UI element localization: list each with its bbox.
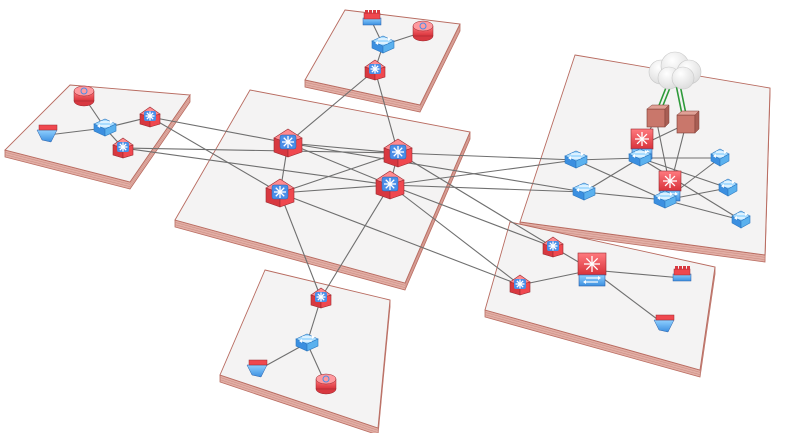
edge-router-icon (658, 170, 682, 202)
firewall-icon (646, 104, 670, 128)
router-icon (139, 106, 161, 128)
switch-icon (718, 178, 738, 197)
router-icon (542, 236, 564, 258)
network-link (397, 152, 554, 248)
network-link (374, 69, 399, 154)
network-link (287, 142, 391, 186)
network-link (389, 184, 521, 286)
network-link (287, 142, 399, 154)
switch-icon (564, 150, 588, 169)
core-router-icon (265, 178, 295, 208)
platform-top (174, 89, 471, 284)
access-point-icon (653, 314, 675, 333)
network-link (639, 157, 729, 189)
core-router-icon (383, 138, 413, 168)
switch-icon (731, 210, 751, 229)
network-link (320, 184, 391, 299)
platform-edge-stripe (174, 134, 471, 286)
network-link (583, 191, 666, 201)
network-link (149, 116, 281, 194)
network-link (287, 69, 376, 144)
switch-icon (371, 35, 395, 54)
switch-icon (93, 118, 117, 137)
network-link (122, 147, 391, 186)
network-link (639, 157, 742, 221)
switch-icon (628, 148, 652, 167)
left-site-platform (4, 84, 191, 190)
network-link (397, 152, 577, 161)
switch-icon (572, 182, 596, 201)
core-platform (174, 89, 471, 291)
network-link (389, 184, 554, 248)
router-icon (310, 287, 332, 309)
network-link (389, 159, 577, 186)
network-link (389, 184, 585, 193)
network-link (591, 269, 683, 279)
network-link (279, 192, 322, 299)
cloud-icon (648, 51, 702, 90)
network-link (287, 142, 585, 193)
router-icon (112, 137, 134, 159)
network-link (279, 184, 391, 194)
switch-icon (653, 190, 677, 209)
network-link (279, 152, 399, 194)
switch-icon (710, 148, 730, 167)
layer3-switch-icon (577, 252, 607, 287)
network-link (575, 159, 666, 201)
network-link (279, 192, 521, 286)
router-icon (509, 274, 531, 296)
access-point-icon (246, 359, 268, 378)
printer-icon (362, 10, 382, 26)
router-icon (364, 59, 386, 81)
platform-edge-stripe (304, 28, 461, 110)
platform-edge-stripe (484, 271, 716, 375)
core-router-icon (273, 128, 303, 158)
platform-top (484, 221, 716, 371)
platform-edge-stripe (304, 26, 461, 108)
ip-phone-icon (73, 85, 95, 107)
network-link (664, 199, 742, 221)
network-link (583, 157, 641, 193)
switch-icon (295, 333, 319, 352)
platform-top (4, 84, 191, 183)
network-link (149, 116, 289, 144)
ip-phone-icon (412, 20, 434, 42)
network-link (122, 147, 399, 154)
lower-right-site-platform (484, 221, 716, 378)
access-point-icon (36, 124, 58, 143)
printer-icon (672, 266, 692, 282)
platform-edge-stripe (4, 97, 191, 185)
ip-phone-icon (315, 373, 337, 395)
core-router-icon (375, 170, 405, 200)
firewall-icon (676, 110, 700, 134)
bottom-site-platform (219, 269, 391, 433)
